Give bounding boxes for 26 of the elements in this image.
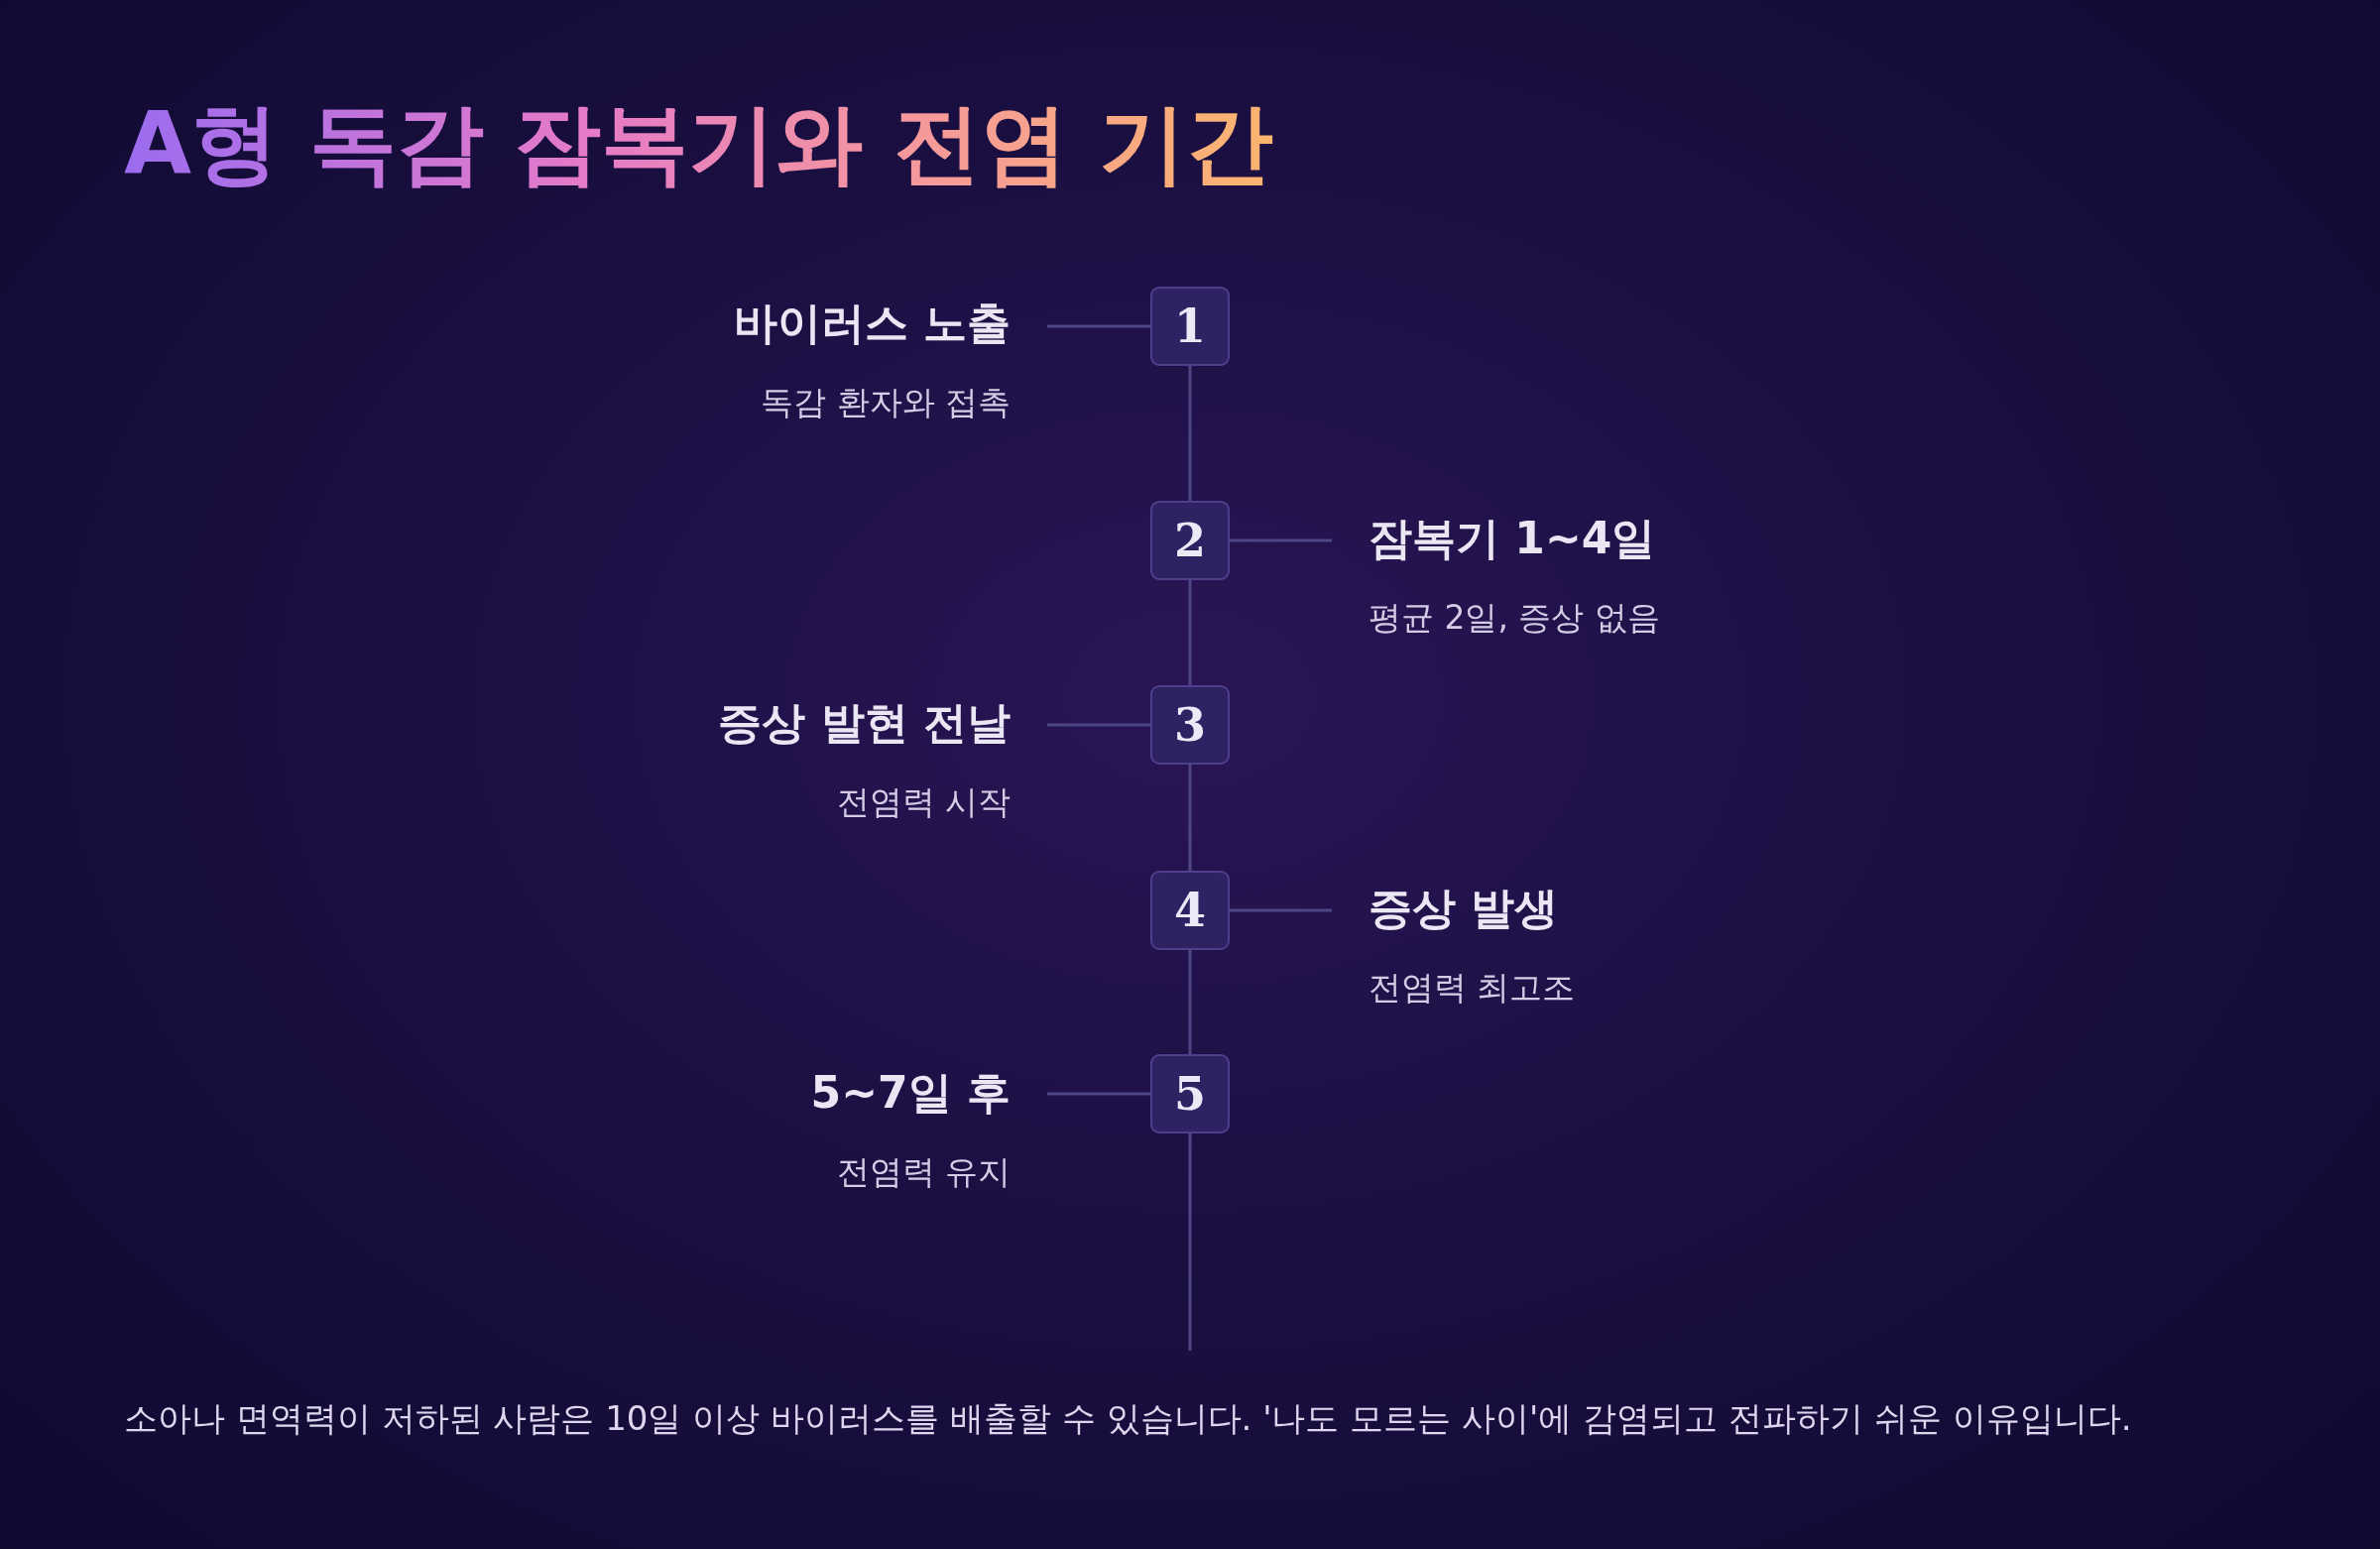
step-number-box: 5 [1150, 1054, 1230, 1133]
caption: 소아나 면역력이 저하된 사람은 10일 이상 바이러스를 배출할 수 있습니다. '나도 모르는 사이'에 감염되고 전파하기 쉬운 이유입니다. [124, 1397, 2132, 1440]
connector-line [1047, 1092, 1150, 1096]
connector-line [1230, 538, 1332, 542]
step-heading: 증상 발현 전날 [718, 696, 1011, 750]
step-heading: 바이러스 노출 [733, 297, 1011, 350]
step-heading: 잠복기 1~4일 [1368, 512, 1656, 565]
step-number-box: 1 [1150, 287, 1230, 366]
step-heading: 5~7일 후 [810, 1066, 1011, 1120]
connector-line [1047, 324, 1150, 328]
step-heading: 증상 발생 [1368, 882, 1559, 935]
step-description: 전염력 최고조 [1368, 967, 1576, 1009]
step-description: 전염력 유지 [836, 1151, 1011, 1193]
step-description: 전염력 시작 [836, 781, 1011, 823]
step-description: 독감 환자와 접촉 [761, 382, 1011, 423]
connector-line [1047, 723, 1150, 727]
connector-line [1188, 950, 1192, 1054]
step-description: 평균 2일, 증상 없음 [1368, 597, 1660, 639]
step-number-box: 2 [1150, 501, 1230, 580]
step-number-box: 4 [1150, 871, 1230, 950]
connector-line [1188, 580, 1192, 685]
connector-line [1230, 908, 1332, 912]
connector-line [1188, 1133, 1192, 1351]
connector-line [1188, 765, 1192, 871]
connector-line [1188, 366, 1192, 501]
step-number-box: 3 [1150, 685, 1230, 765]
